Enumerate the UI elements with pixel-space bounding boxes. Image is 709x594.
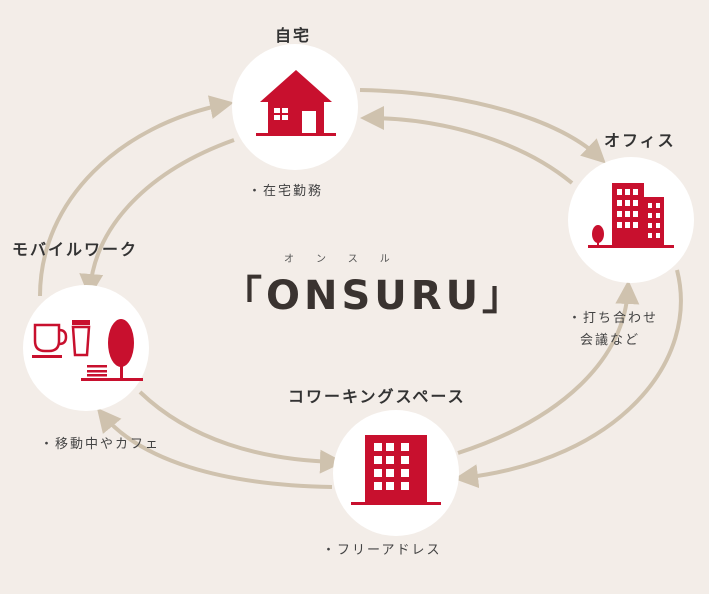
office-note-line-2: 会議など xyxy=(580,333,641,348)
mobile-node xyxy=(23,285,149,411)
home-label: 自宅 xyxy=(275,26,312,45)
arrow-home-to-mobile xyxy=(79,138,235,298)
arrow-coworking-to-office xyxy=(457,280,640,455)
title-ruby: オンスル xyxy=(284,254,412,265)
arrow-home-to-office xyxy=(359,88,606,164)
arrow-mobile-to-home xyxy=(38,95,234,297)
office-node xyxy=(568,157,694,283)
coworking-label: コワーキングスペース xyxy=(288,387,466,406)
office-note: ・打ち合わせ 会議など xyxy=(568,308,658,352)
cafe-park-icon xyxy=(32,319,143,381)
office-label: オフィス xyxy=(604,131,676,150)
arrow-mobile-to-coworking xyxy=(138,390,344,474)
mobile-note: ・移動中やカフェ xyxy=(40,437,161,452)
arrow-coworking-to-mobile xyxy=(96,407,333,489)
office-building-icon xyxy=(588,183,674,248)
mobile-label: モバイルワーク xyxy=(12,240,139,259)
home-node xyxy=(232,44,358,170)
arrow-office-to-coworking xyxy=(454,269,683,489)
office-note-line-1: ・打ち合わせ xyxy=(568,311,659,326)
building-icon xyxy=(351,435,441,505)
house-icon xyxy=(256,70,336,136)
home-note: ・在宅勤務 xyxy=(248,184,324,199)
arrow-office-to-home xyxy=(360,106,574,185)
page-title: 「ONSURU」 xyxy=(222,273,527,319)
coworking-note: ・フリーアドレス xyxy=(322,543,442,558)
coworking-node xyxy=(333,410,459,536)
